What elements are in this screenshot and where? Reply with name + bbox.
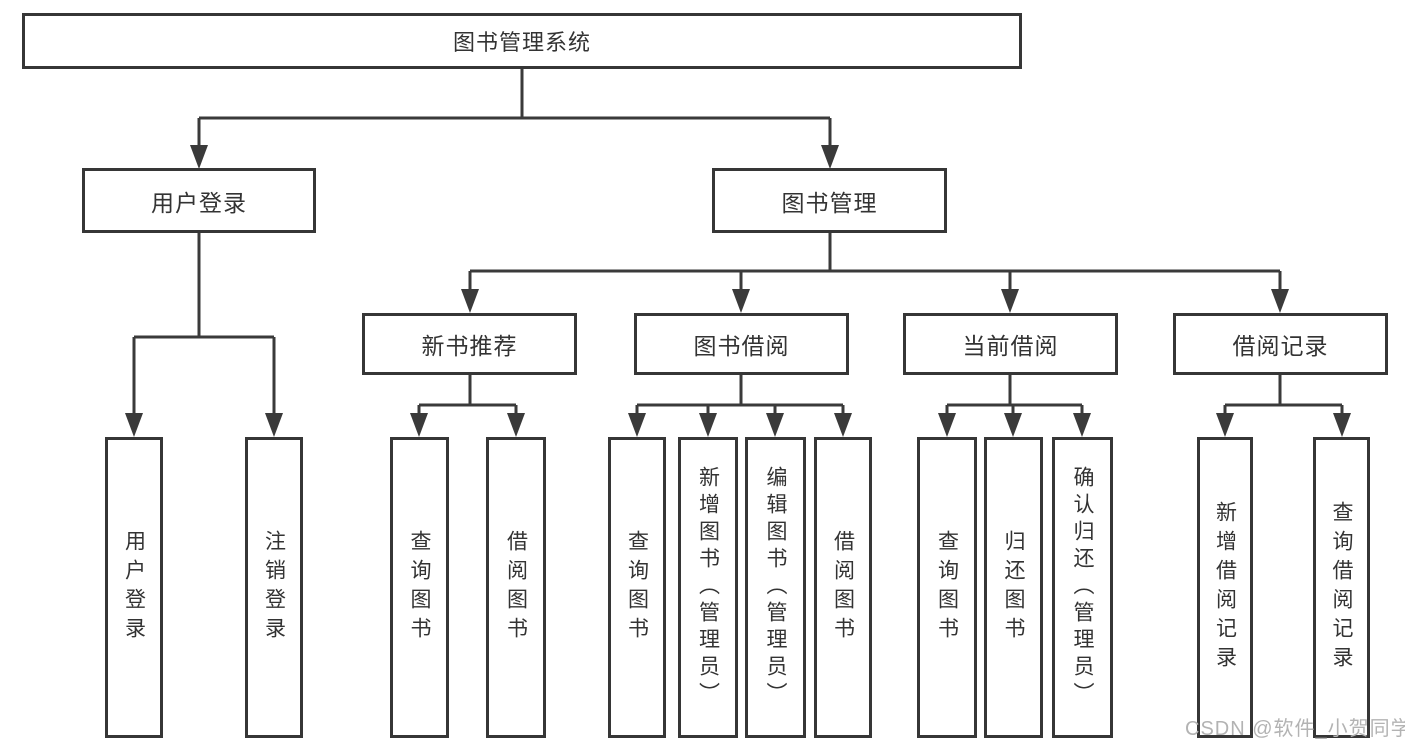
node-new-book-recommend-label: 新书推荐 [421, 333, 518, 359]
leaf-return-books: 归还图书 [984, 437, 1043, 738]
node-root-system: 图书管理系统 [22, 13, 1022, 69]
node-borrow-records: 借阅记录 [1173, 313, 1388, 375]
leaf-query-borrow-record: 查询借阅记录 [1313, 437, 1370, 738]
leaf-query-books-borrow-label: 查询图书 [625, 529, 649, 646]
leaf-borrow-books-label: 借阅图书 [831, 529, 855, 646]
node-user-login-label: 用户登录 [151, 189, 247, 216]
node-current-borrow: 当前借阅 [903, 313, 1118, 375]
leaf-query-borrow-record-label: 查询借阅记录 [1330, 500, 1353, 675]
node-current-borrow-label: 当前借阅 [962, 333, 1059, 359]
leaf-return-books-label: 归还图书 [1002, 529, 1025, 646]
leaf-borrow-books-recommend-label: 借阅图书 [504, 529, 528, 646]
leaf-user-login: 用户登录 [105, 437, 163, 738]
leaf-edit-books-admin-label: 编辑图书（管理员） [764, 466, 787, 709]
leaf-query-books-recommend-label: 查询图书 [408, 529, 431, 646]
node-new-book-recommend: 新书推荐 [362, 313, 577, 375]
leaf-query-books-recommend: 查询图书 [390, 437, 449, 738]
node-book-management: 图书管理 [712, 168, 947, 233]
leaf-logout: 注销登录 [245, 437, 303, 738]
leaf-logout-label: 注销登录 [262, 529, 286, 646]
node-book-borrow: 图书借阅 [634, 313, 849, 375]
leaf-add-books-admin: 新增图书（管理员） [678, 437, 738, 738]
leaf-user-login-label: 用户登录 [122, 529, 146, 646]
node-user-login: 用户登录 [82, 168, 316, 233]
leaf-borrow-books: 借阅图书 [814, 437, 872, 738]
leaf-query-books-borrow: 查询图书 [608, 437, 666, 738]
leaf-borrow-books-recommend: 借阅图书 [486, 437, 546, 738]
leaf-edit-books-admin: 编辑图书（管理员） [745, 437, 806, 738]
leaf-add-books-admin-label: 新增图书（管理员） [696, 466, 720, 709]
leaf-confirm-return-admin: 确认归还（管理员） [1052, 437, 1113, 738]
node-root-label: 图书管理系统 [452, 30, 591, 55]
leaf-confirm-return-admin-label: 确认归还（管理员） [1071, 466, 1094, 709]
node-book-management-label: 图书管理 [781, 189, 878, 216]
leaf-query-books-current: 查询图书 [917, 437, 977, 738]
node-borrow-records-label: 借阅记录 [1232, 333, 1329, 359]
leaf-add-borrow-record: 新增借阅记录 [1197, 437, 1253, 738]
node-book-borrow-label: 图书借阅 [693, 333, 790, 359]
csdn-watermark: CSDN @软件_小贺同学 [1185, 718, 1405, 740]
arrowheads [125, 145, 1351, 437]
leaf-query-books-current-label: 查询图书 [935, 529, 959, 646]
leaf-add-borrow-record-label: 新增借阅记录 [1213, 500, 1237, 675]
